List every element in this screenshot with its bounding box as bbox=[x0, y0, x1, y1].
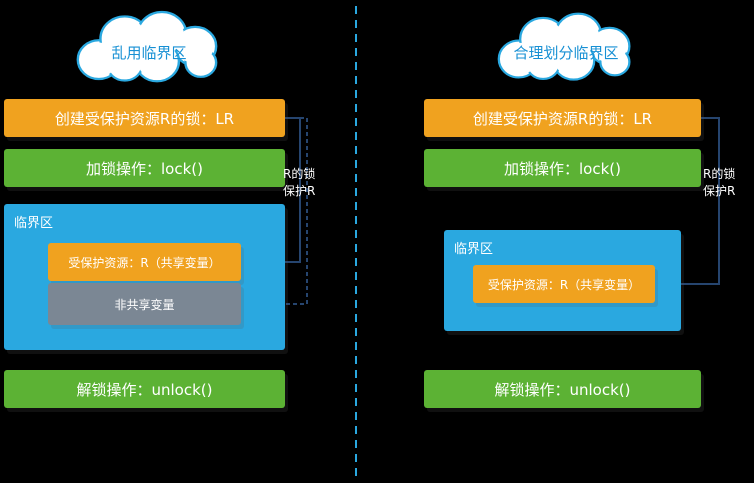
cloud-icon bbox=[497, 12, 631, 81]
right-lock-op-box: 加锁操作：lock() bbox=[424, 149, 701, 187]
left-create-lock-box: 创建受保护资源R的锁：LR bbox=[4, 99, 285, 137]
left-protected-resource-box: 受保护资源：R（共享变量） bbox=[48, 243, 241, 281]
right-annotation-line2: 保护R bbox=[703, 184, 736, 198]
left-lock-annotation: R的锁 保护R bbox=[283, 166, 323, 200]
cloud-icon bbox=[76, 10, 218, 83]
right-critical-section-label: 临界区 bbox=[454, 242, 494, 257]
left-non-shared-box: 非共享变量 bbox=[48, 283, 241, 325]
left-critical-section-label: 临界区 bbox=[14, 216, 54, 231]
left-unlock-op-box: 解锁操作：unlock() bbox=[4, 370, 285, 408]
right-lock-annotation: R的锁 保护R bbox=[703, 166, 743, 200]
left-annotation-line1: R的锁 bbox=[283, 167, 316, 181]
right-protected-resource-box: 受保护资源：R（共享变量） bbox=[473, 265, 655, 303]
left-lock-op-box: 加锁操作：lock() bbox=[4, 149, 285, 187]
left-cloud: 乱用临界区 bbox=[60, 6, 238, 88]
right-unlock-op-box: 解锁操作：unlock() bbox=[424, 370, 701, 408]
left-annotation-line2: 保护R bbox=[283, 184, 316, 198]
left-panel-title: 乱用临界区 bbox=[111, 43, 187, 62]
left-critical-section-box: 临界区 受保护资源：R（共享变量） 非共享变量 bbox=[4, 204, 285, 350]
right-cloud: 合理划分临界区 bbox=[482, 8, 650, 86]
right-panel-title: 合理划分临界区 bbox=[513, 43, 619, 62]
right-critical-section-box: 临界区 受保护资源：R（共享变量） bbox=[444, 230, 681, 331]
right-create-lock-box: 创建受保护资源R的锁：LR bbox=[424, 99, 701, 137]
right-annotation-line1: R的锁 bbox=[703, 167, 736, 181]
